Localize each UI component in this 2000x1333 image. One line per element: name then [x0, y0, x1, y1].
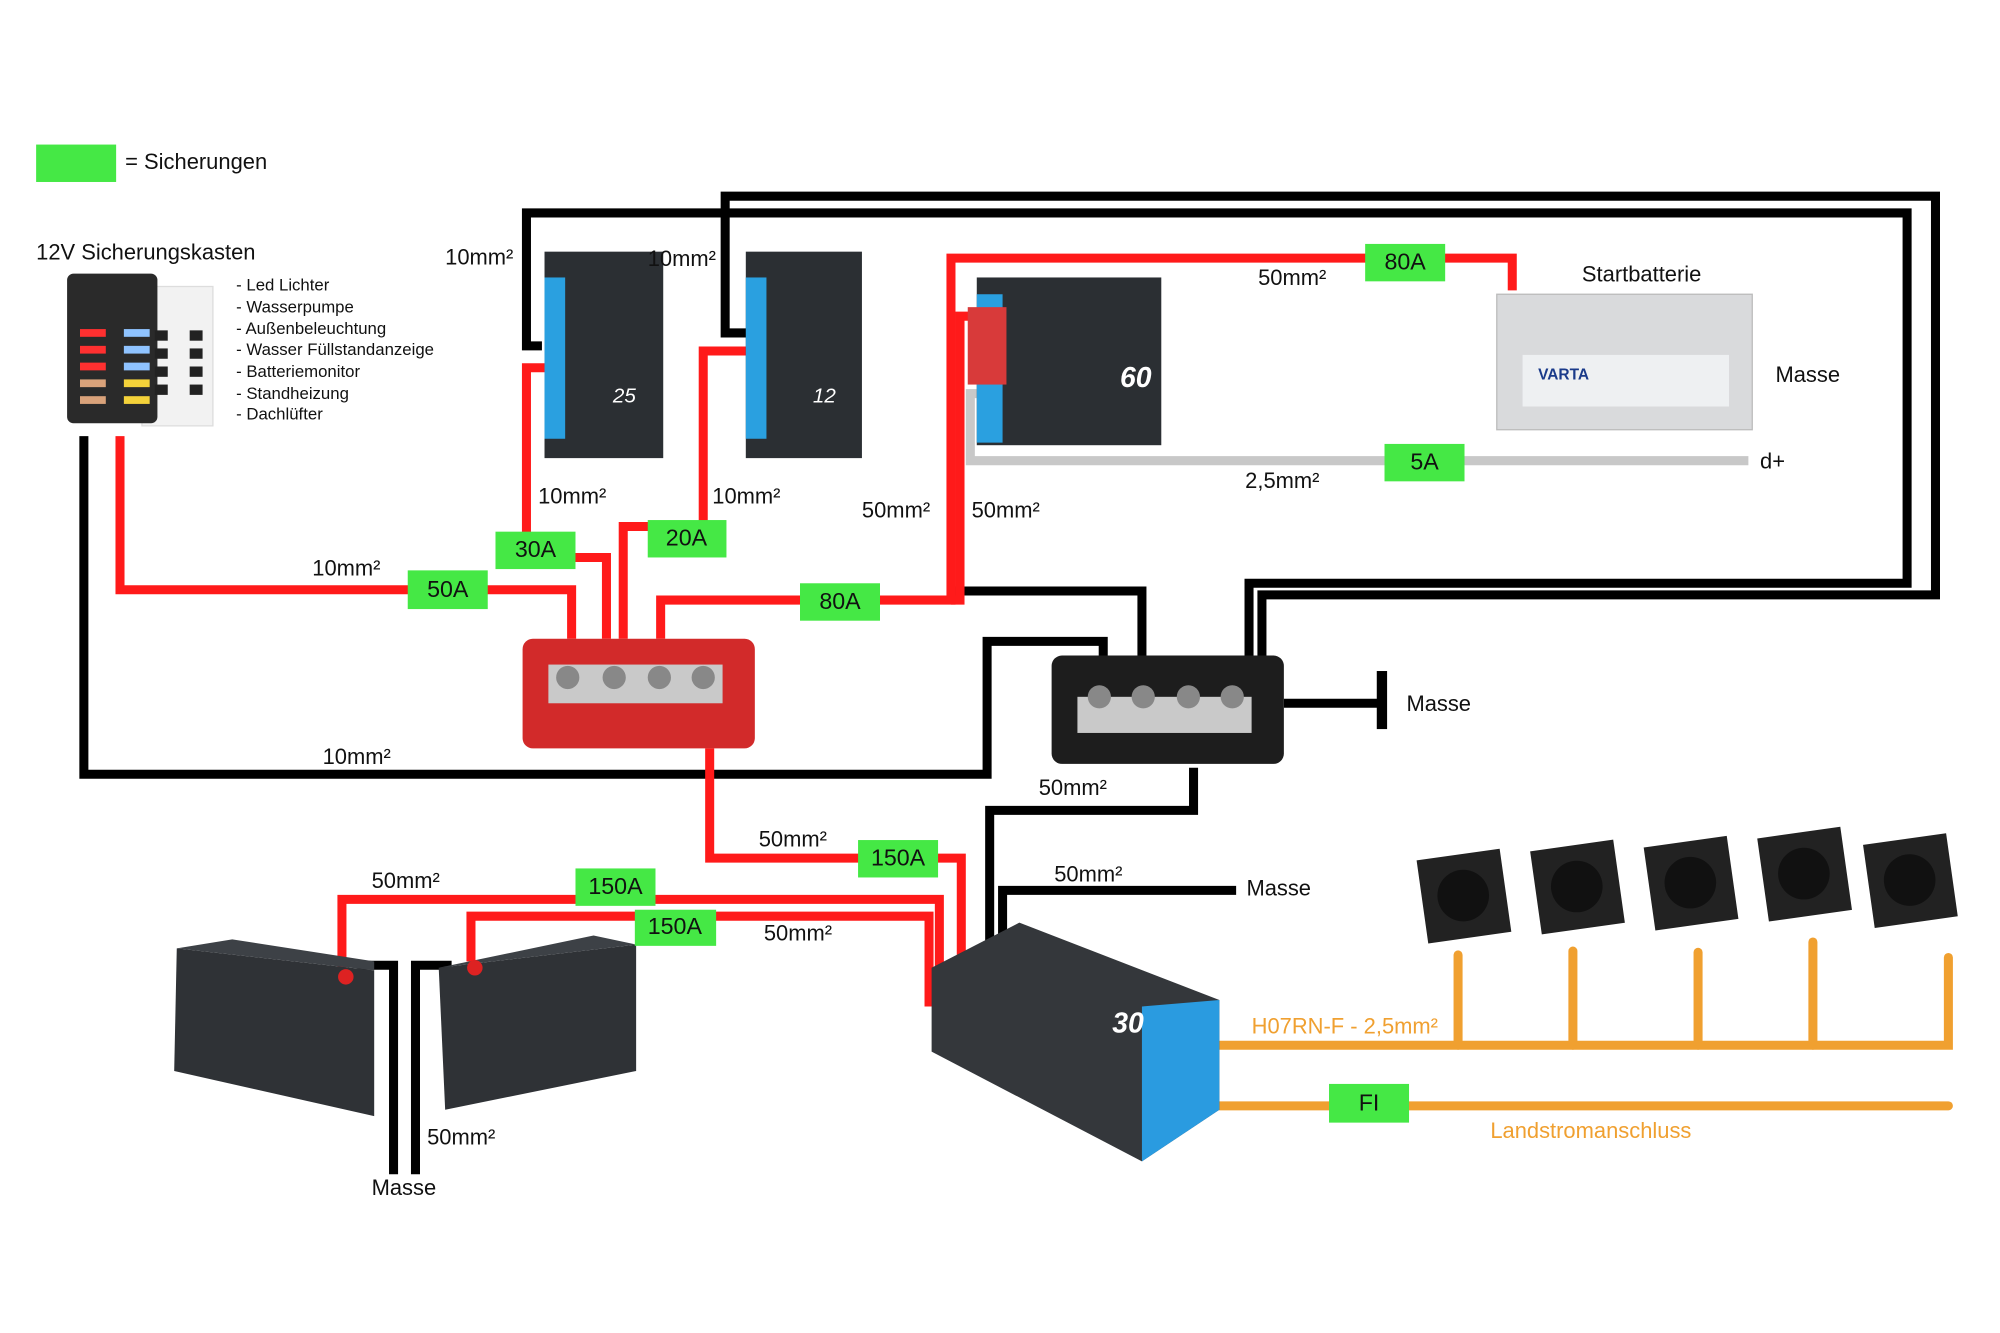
svg-text:20A: 20A [666, 525, 708, 551]
fusebox-item: - Batteriemonitor [236, 362, 360, 381]
svg-text:80A: 80A [819, 588, 861, 614]
svg-text:150A: 150A [588, 873, 643, 899]
socket-icon [1416, 848, 1512, 944]
fusebox-item: - Außenbeleuchtung [236, 319, 386, 338]
charger-12-label: 12 [813, 385, 836, 408]
charger-12-image: 12 [745, 251, 862, 459]
ground-busbar-image [1051, 655, 1284, 764]
fusebox-title: 12V Sicherungskasten [36, 239, 255, 264]
fuse-30a: 30A [495, 531, 576, 570]
masse-label: Masse [1246, 876, 1311, 901]
fuse-50a: 50A [407, 570, 488, 610]
fuse-150a: 150A [634, 909, 717, 946]
cable-label: 10mm² [312, 556, 380, 581]
cable-label: 10mm² [445, 245, 513, 270]
fusebox-item: - Standheizung [236, 384, 349, 403]
inverter-30-label: 30 [1112, 1007, 1144, 1039]
lithium-battery-300-image [174, 939, 375, 1117]
cable-label: 50mm² [427, 1125, 495, 1150]
fuse-80a: 80A [1365, 243, 1446, 282]
fuse-20a: 20A [647, 520, 727, 558]
socket-icon [1530, 839, 1625, 935]
cable-label: 10mm² [538, 483, 606, 508]
socket-icon [1643, 835, 1739, 931]
svg-text:30A: 30A [515, 536, 557, 562]
fusebox-item: - Led Lichter [236, 275, 330, 294]
fuse-5a: 5A [1384, 443, 1465, 482]
cable-label: 50mm² [1054, 861, 1122, 886]
plus-busbar-image [522, 638, 755, 749]
cable-label: 50mm² [1039, 775, 1107, 800]
svg-text:80A: 80A [1384, 248, 1426, 274]
fuse-fi: FI [1329, 1083, 1410, 1123]
fuse-150a: 150A [575, 868, 656, 906]
cable-label: 10mm² [648, 246, 716, 271]
startbatterie-label: Startbatterie [1582, 261, 1701, 286]
cable-label: 50mm² [764, 921, 832, 946]
charger-25-image: 25 [544, 251, 664, 459]
svg-text:150A: 150A [871, 845, 926, 871]
masse-label: Masse [372, 1175, 437, 1200]
dcdc-60-label: 60 [1120, 362, 1152, 394]
charger-25-label: 25 [612, 385, 636, 408]
socket-icon [1863, 833, 1958, 928]
inverter-30-image: 30 [931, 922, 1220, 1162]
fuse-150a: 150A [858, 840, 939, 878]
varta-logo: VARTA [1538, 366, 1589, 383]
svg-text:50A: 50A [427, 576, 469, 602]
cable-labels: 10mm² 10mm² 10mm² 10mm² 10mm² 10mm² 50mm… [312, 245, 1691, 1200]
ac-cable-label: H07RN-F - 2,5mm² [1252, 1014, 1438, 1039]
fusebox-item: - Wasserpumpe [236, 297, 354, 316]
cable-label: 2,5mm² [1245, 468, 1319, 493]
masse-label: Masse [1406, 691, 1471, 716]
svg-text:150A: 150A [648, 913, 703, 939]
ground-symbol-icon [1376, 671, 1388, 730]
sockets [1416, 826, 1958, 944]
legend-label: = Sicherungen [125, 149, 267, 174]
svg-text:5A: 5A [1410, 448, 1439, 474]
legend-swatch [36, 144, 117, 182]
fusebox-image [67, 273, 214, 427]
svg-text:FI: FI [1359, 1090, 1380, 1116]
cable-label: 50mm² [862, 497, 930, 522]
cable-label: 10mm² [323, 744, 391, 769]
fusebox-item: - Wasser Füllstandanzeige [236, 340, 434, 359]
cable-label: 50mm² [972, 497, 1040, 522]
shore-power-label: Landstromanschluss [1490, 1118, 1691, 1143]
dcdc-60-image: 60 [967, 277, 1162, 446]
socket-icon [1757, 826, 1852, 922]
starter-battery-image: VARTA [1496, 293, 1753, 431]
d-plus-wire [965, 389, 1749, 466]
d-plus-label: d+ [1760, 448, 1785, 473]
fusebox-item: - Dachlüfter [236, 404, 323, 423]
ground-wires [79, 191, 1940, 1175]
lithium-battery-200-image [438, 935, 637, 1110]
cable-label: 50mm² [759, 827, 827, 852]
cable-label: 50mm² [372, 868, 440, 893]
masse-label: Masse [1775, 362, 1840, 387]
fuse-80a: 80A [800, 583, 880, 621]
fusebox-items: - Led Lichter - Wasserpumpe - Außenbeleu… [236, 275, 434, 423]
cable-label: 50mm² [1258, 265, 1326, 290]
cable-label: 10mm² [712, 483, 780, 508]
